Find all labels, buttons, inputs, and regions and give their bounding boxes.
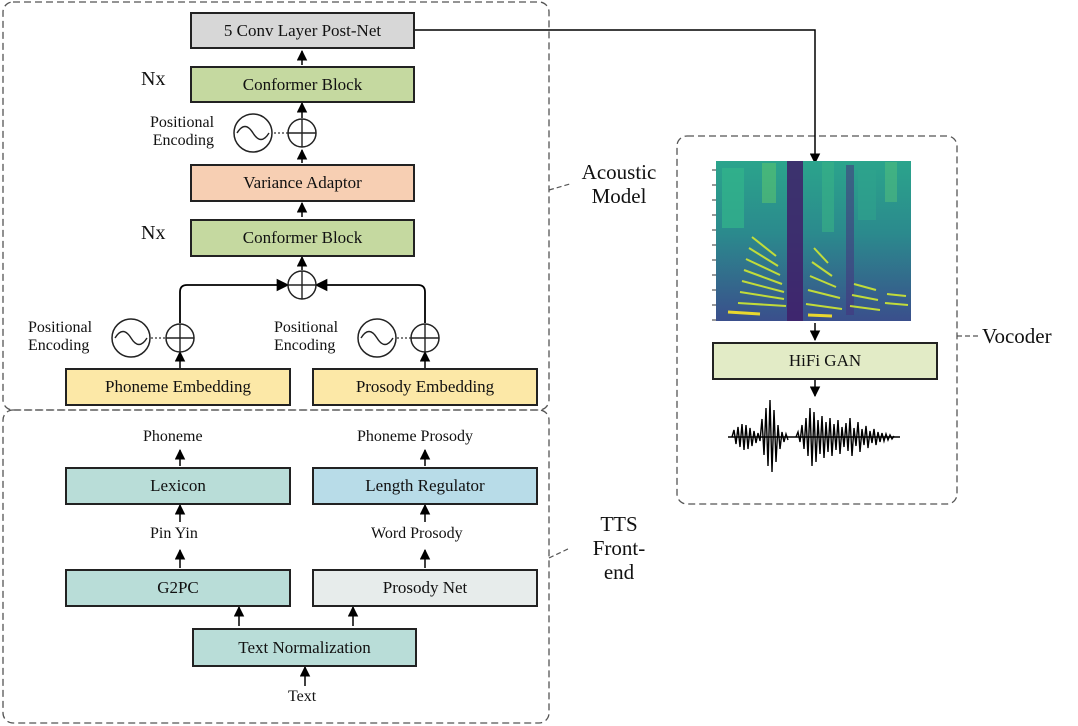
pos-enc-label-right: Positional Encoding xyxy=(274,319,338,356)
length-regulator-block: Length Regulator xyxy=(312,467,538,505)
phoneme-embedding-block: Phoneme Embedding xyxy=(65,368,291,406)
phoneme-label: Phoneme xyxy=(143,428,203,445)
acoustic-caption-line1: Acoustic xyxy=(581,160,657,184)
hifigan-label: HiFi GAN xyxy=(788,351,862,370)
mel-spectrogram-image xyxy=(712,161,911,321)
prosody-net-block: Prosody Net xyxy=(312,569,538,607)
g2pc-label: G2PC xyxy=(157,578,199,597)
phoneme-embedding-label: Phoneme Embedding xyxy=(105,377,251,396)
sine-icon xyxy=(233,113,273,153)
lexicon-label: Lexicon xyxy=(150,476,206,495)
frontend-caption-line1: TTS xyxy=(600,512,638,536)
pin-yin-label: Pin Yin xyxy=(150,525,198,542)
acoustic-model-caption: Acoustic Model xyxy=(574,160,664,208)
variance-adaptor-label: Variance Adaptor xyxy=(243,173,362,192)
pos-enc-word-2: Encoding xyxy=(274,337,336,355)
tts-frontend-caption: TTS Front- end xyxy=(574,512,664,584)
add-icon xyxy=(287,270,317,300)
postnet-block: 5 Conv Layer Post-Net xyxy=(190,12,415,49)
frontend-caption-line2: Front- xyxy=(592,536,646,561)
waveform-image xyxy=(728,399,900,473)
conformer-top-label: Conformer Block xyxy=(242,74,363,94)
sine-icon xyxy=(111,318,151,358)
pos-enc-label-left: Positional Encoding xyxy=(28,319,92,356)
acoustic-caption-line2: Model xyxy=(591,184,647,209)
prosody-embedding-block: Prosody Embedding xyxy=(312,368,538,406)
lexicon-block: Lexicon xyxy=(65,467,291,505)
text-input-label: Text xyxy=(288,688,317,705)
frontend-caption-line3: end xyxy=(603,560,635,585)
postnet-label: 5 Conv Layer Post-Net xyxy=(223,20,382,40)
conformer-bottom-label: Conformer Block xyxy=(242,228,363,247)
repeat-count-bottom: Nx xyxy=(141,222,166,244)
pos-enc-word-1: Positional xyxy=(28,319,93,336)
hifigan-block: HiFi GAN xyxy=(712,342,938,380)
pos-enc-word-1: Positional xyxy=(274,319,339,336)
pos-enc-label-top: Positional Encoding xyxy=(150,114,214,151)
length-regulator-label: Length Regulator xyxy=(365,476,485,495)
word-prosody-label: Word Prosody xyxy=(371,525,463,542)
variance-adaptor-block: Variance Adaptor xyxy=(190,164,415,202)
repeat-count-top: Nx xyxy=(141,68,166,90)
tts-frontend-frame xyxy=(2,409,550,724)
g2pc-block: G2PC xyxy=(65,569,291,607)
conformer-block-bottom: Conformer Block xyxy=(190,219,415,257)
vocoder-caption: Vocoder xyxy=(982,324,1052,348)
pos-enc-word-1: Positional xyxy=(150,114,215,131)
text-normalization-label: Text Normalization xyxy=(238,637,371,657)
add-icon xyxy=(287,118,317,148)
sine-icon xyxy=(357,318,397,358)
add-icon xyxy=(410,323,440,353)
prosody-net-label: Prosody Net xyxy=(382,578,468,597)
pos-enc-word-2: Encoding xyxy=(152,132,215,150)
conformer-block-top: Conformer Block xyxy=(190,66,415,103)
prosody-embedding-label: Prosody Embedding xyxy=(355,377,495,396)
pos-enc-word-2: Encoding xyxy=(28,337,90,355)
text-normalization-block: Text Normalization xyxy=(192,628,417,667)
phoneme-prosody-label: Phoneme Prosody xyxy=(357,428,473,445)
add-icon xyxy=(165,323,195,353)
